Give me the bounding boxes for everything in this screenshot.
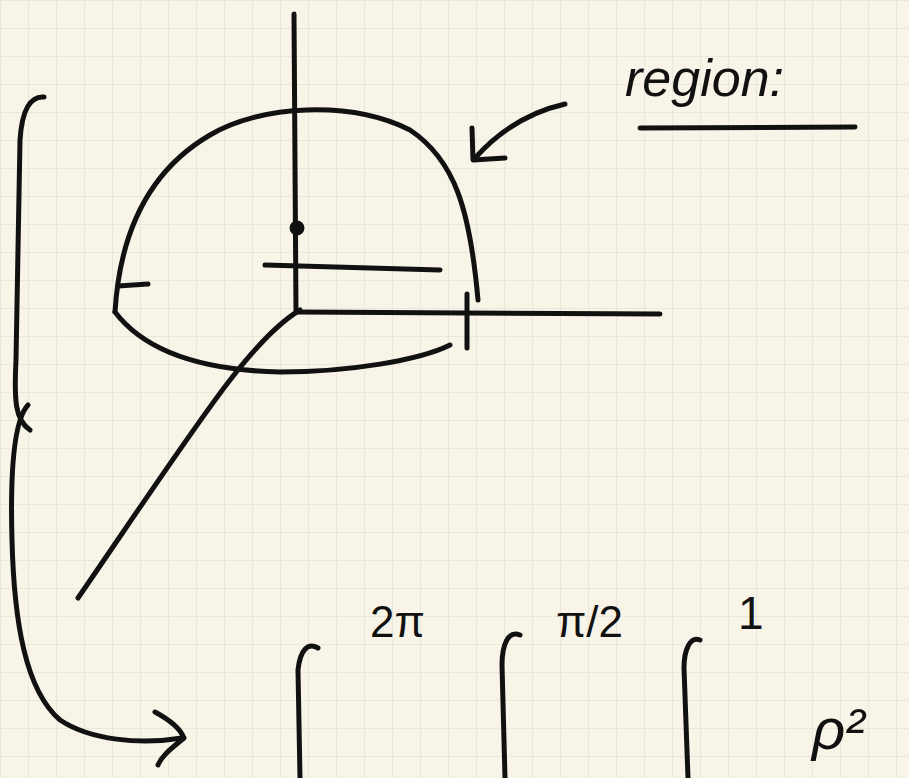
bound-upper: 2π [370,600,425,644]
region-label: region: [625,52,784,104]
integrand: ρ² [812,700,865,758]
bound-upper: 1 [738,590,764,636]
bound-upper: π/2 [556,600,623,644]
